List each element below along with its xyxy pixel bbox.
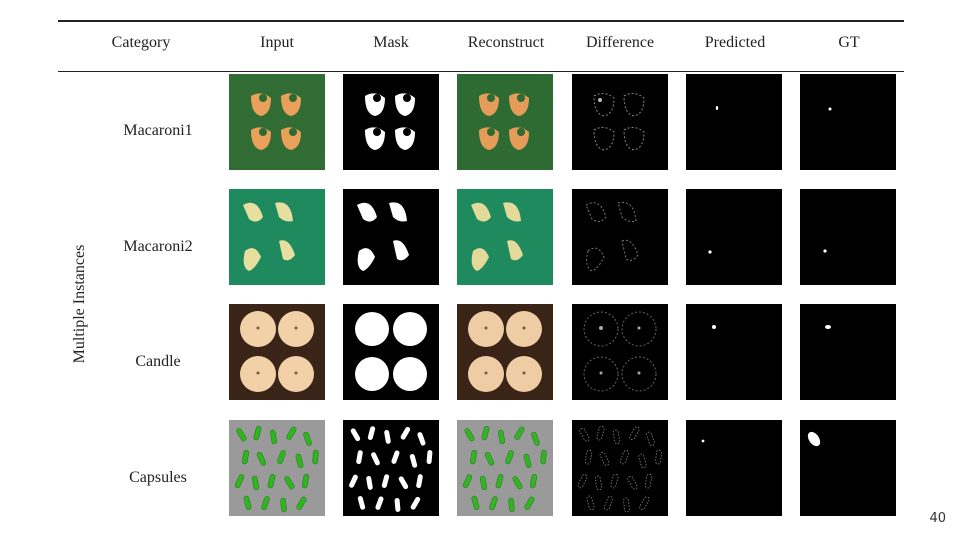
row-label-macaroni1: Macaroni1	[123, 122, 193, 139]
group-label: Multiple Instances	[71, 244, 88, 364]
top-rule	[58, 20, 904, 22]
image-candle-predicted	[686, 304, 782, 400]
image-capsules-predicted	[686, 420, 782, 516]
image-capsules-mask	[343, 420, 439, 516]
image-capsules-reconstruct	[457, 420, 553, 516]
image-macaroni1-predicted	[686, 74, 782, 170]
image-candle-input	[229, 304, 325, 400]
header-category: Category	[111, 34, 171, 51]
image-macaroni2-predicted	[686, 189, 782, 285]
header-predicted: Predicted	[704, 34, 766, 51]
image-macaroni2-gt	[800, 189, 896, 285]
image-macaroni2-difference	[572, 189, 668, 285]
image-macaroni2-mask	[343, 189, 439, 285]
header-rule	[58, 71, 904, 72]
page-number: 40	[929, 511, 946, 526]
image-macaroni1-difference	[572, 74, 668, 170]
image-macaroni1-reconstruct	[457, 74, 553, 170]
image-capsules-input	[229, 420, 325, 516]
image-candle-gt	[800, 304, 896, 400]
header-input: Input	[260, 34, 294, 51]
image-candle-difference	[572, 304, 668, 400]
row-label-capsules: Capsules	[129, 469, 187, 486]
image-candle-mask	[343, 304, 439, 400]
image-candle-reconstruct	[457, 304, 553, 400]
image-macaroni1-gt	[800, 74, 896, 170]
row-label-macaroni2: Macaroni2	[123, 238, 193, 255]
header-difference: Difference	[585, 34, 655, 51]
image-capsules-gt	[800, 420, 896, 516]
image-capsules-difference	[572, 420, 668, 516]
header-reconstruct: Reconstruct	[467, 34, 545, 51]
header-mask: Mask	[373, 34, 409, 51]
row-label-candle: Candle	[135, 353, 181, 370]
image-macaroni2-input	[229, 189, 325, 285]
header-gt: GT	[838, 34, 860, 51]
image-macaroni2-reconstruct	[457, 189, 553, 285]
image-macaroni1-mask	[343, 74, 439, 170]
image-macaroni1-input	[229, 74, 325, 170]
